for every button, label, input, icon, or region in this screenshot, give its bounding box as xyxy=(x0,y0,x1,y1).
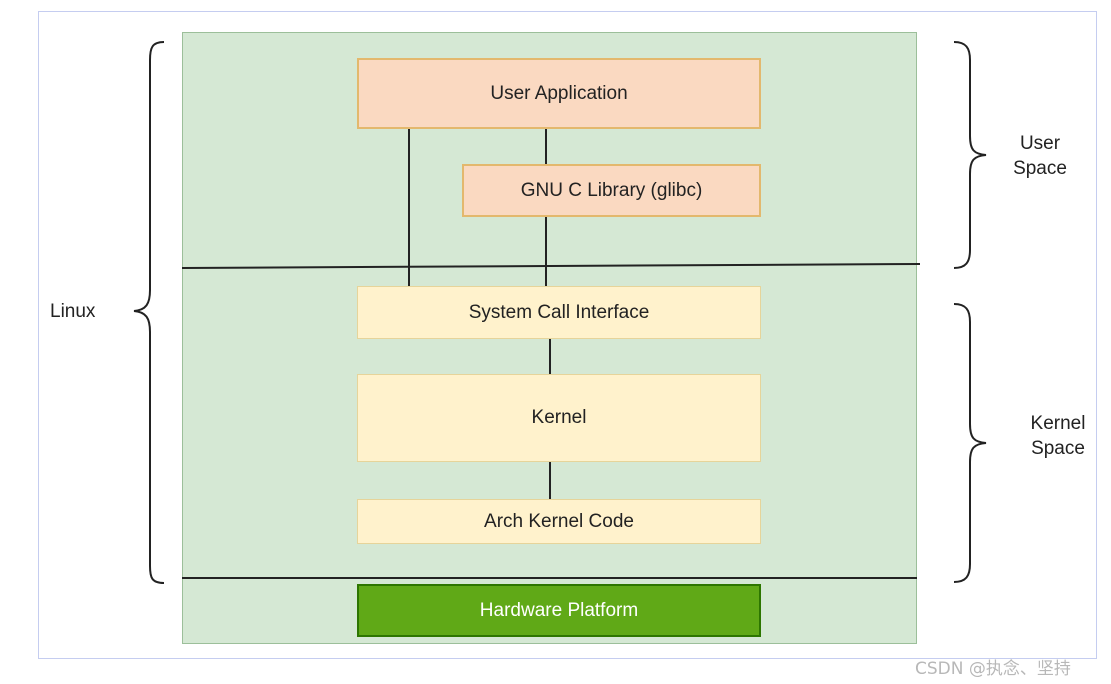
user-space-label: User Space xyxy=(1013,133,1067,179)
watermark: CSDN @执念、坚持 xyxy=(915,659,1071,679)
kernel-space-brace xyxy=(953,303,987,583)
user-application-label: User Application xyxy=(490,82,628,104)
arch-kernel-code-label: Arch Kernel Code xyxy=(484,510,634,532)
glibc-label: GNU C Library (glibc) xyxy=(520,179,703,201)
system-call-interface-box: System Call Interface xyxy=(357,286,761,339)
system-call-interface-label: System Call Interface xyxy=(468,301,650,323)
user-space-brace xyxy=(953,41,987,269)
linux-label: Linux xyxy=(50,301,96,322)
arch-kernel-code-box: Arch Kernel Code xyxy=(357,499,761,544)
kernel-box: Kernel xyxy=(357,374,761,462)
kernel-space-label: Kernel Space xyxy=(1030,413,1086,459)
kernel-label: Kernel xyxy=(531,407,587,428)
hardware-platform-label: Hardware Platform xyxy=(479,599,639,621)
user-application-box: User Application xyxy=(357,58,761,129)
user-kernel-divider xyxy=(181,263,921,269)
outer-frame xyxy=(38,11,1097,659)
linux-brace xyxy=(133,41,165,584)
hardware-platform-box: Hardware Platform xyxy=(357,584,761,637)
glibc-box: GNU C Library (glibc) xyxy=(462,164,761,217)
